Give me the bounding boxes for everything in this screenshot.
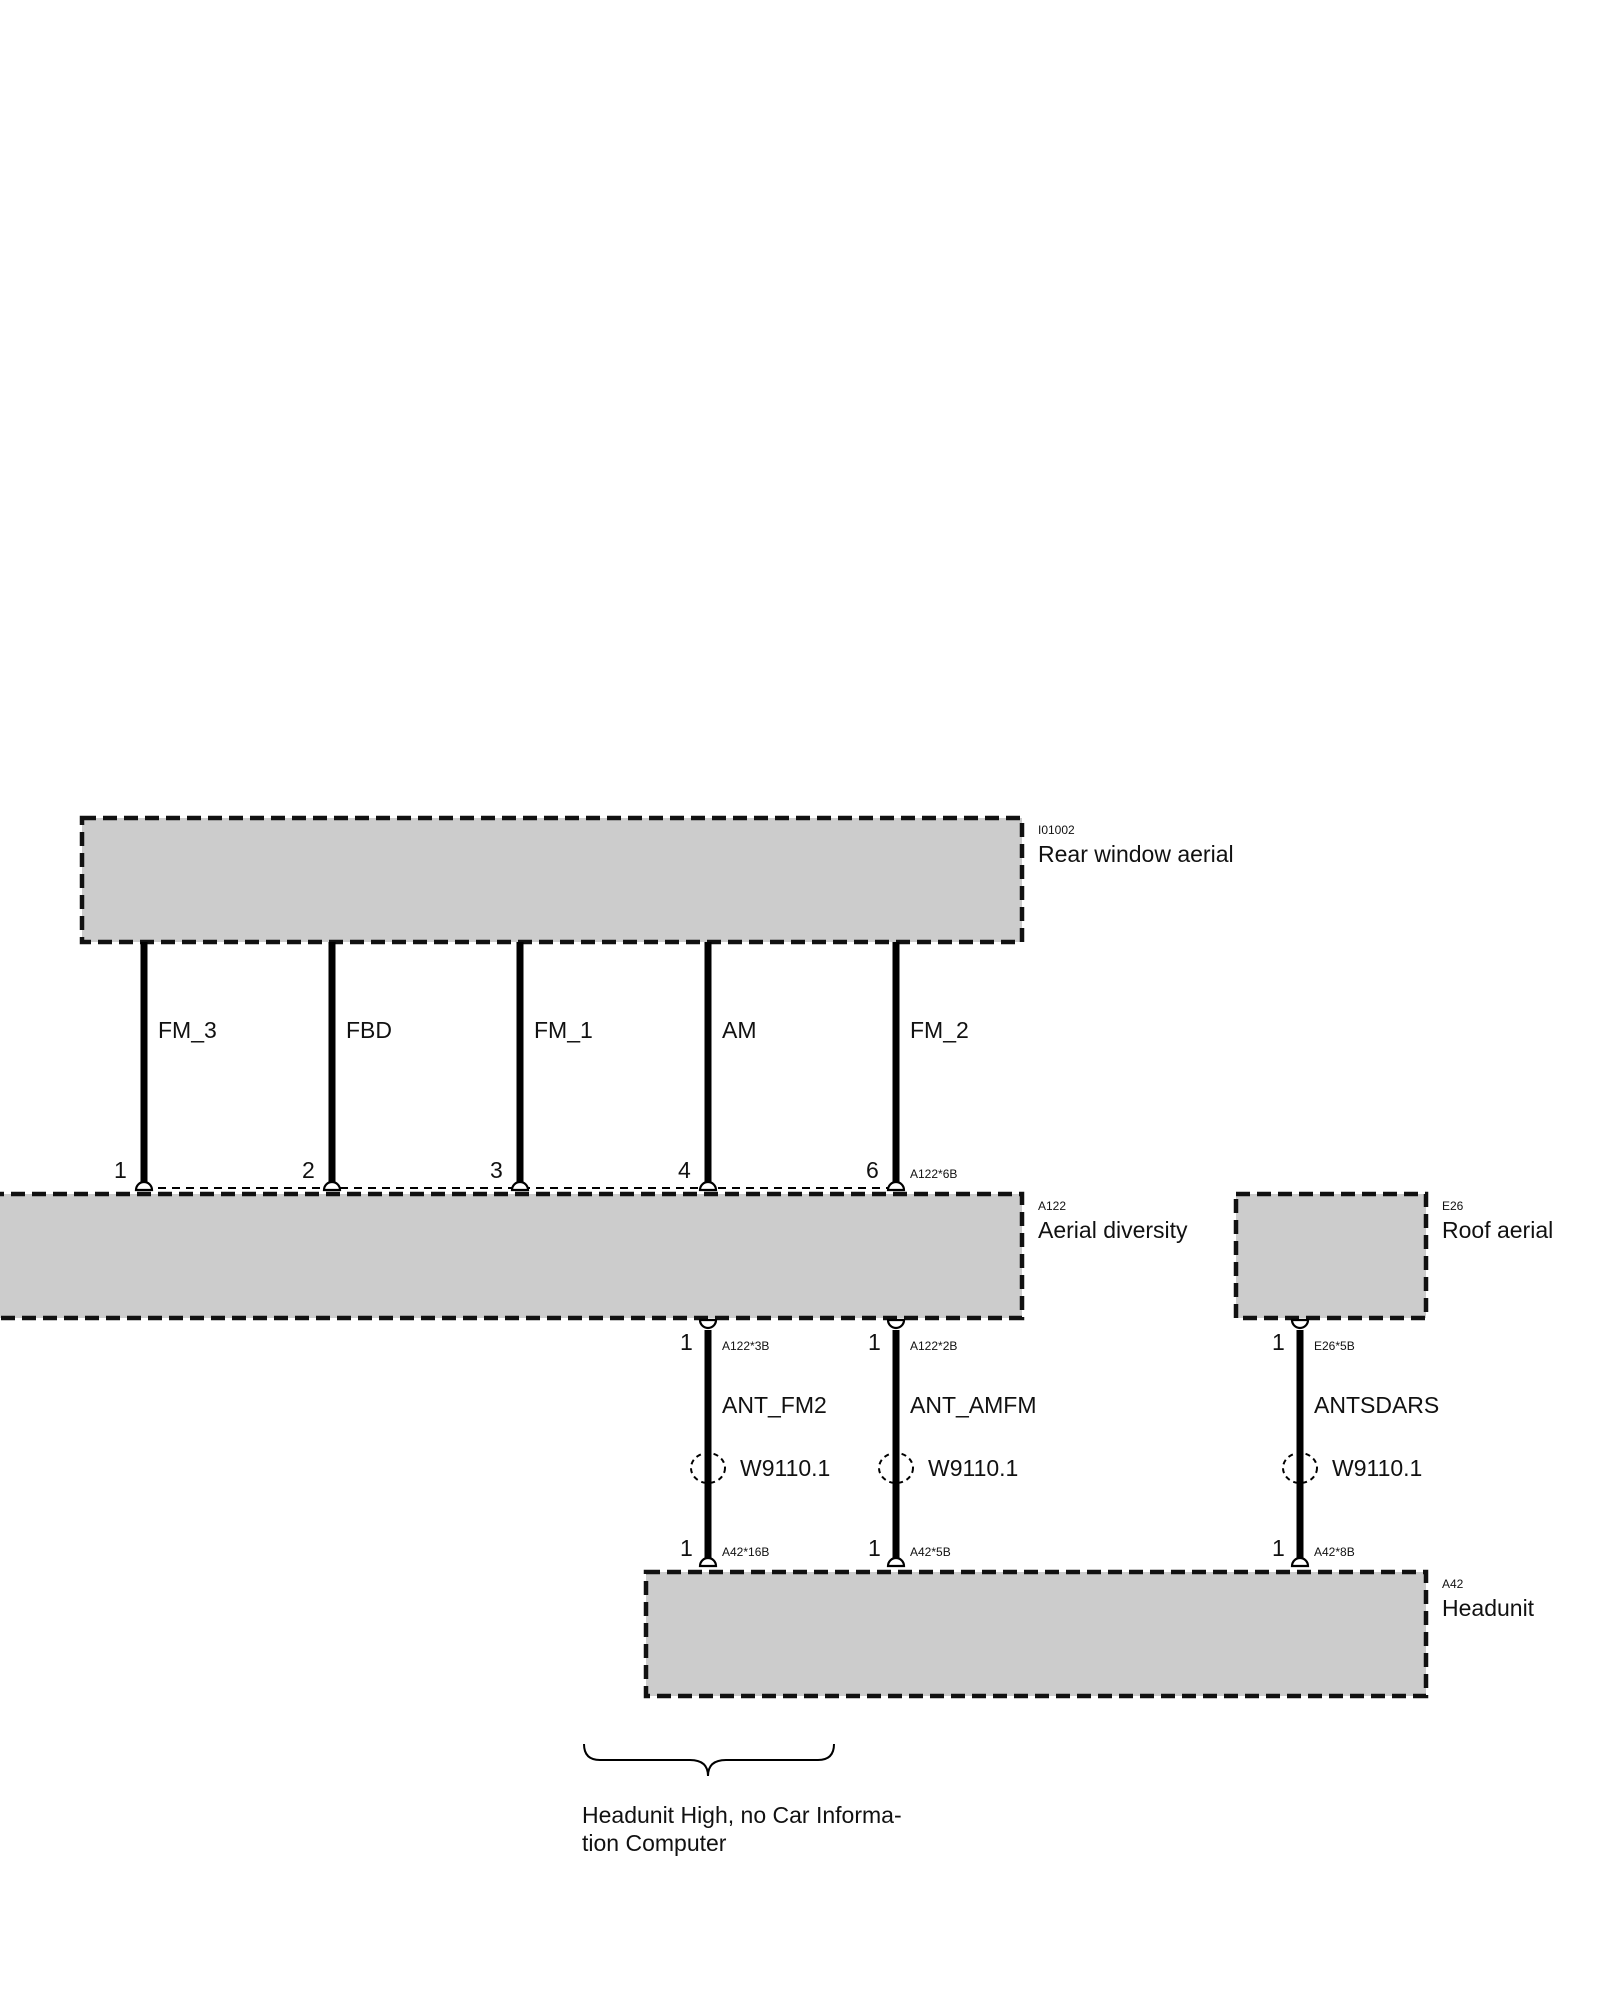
variant-note-line2: tion Computer xyxy=(582,1830,727,1856)
cable-label-ant-fm2: W9110.1 xyxy=(740,1455,830,1481)
connector-label-a122-6b: A122*6B xyxy=(910,1167,957,1181)
pin-number-2: 2 xyxy=(302,1157,315,1183)
connector-label-a122-2b: A122*2B xyxy=(910,1339,957,1353)
shield-icon xyxy=(1282,1452,1318,1484)
terminal-pin-6 xyxy=(886,1180,906,1192)
pin-number-3: 3 xyxy=(490,1157,503,1183)
lower-pin-ant-amfm: 1 xyxy=(868,1535,881,1561)
pin-number-1: 1 xyxy=(114,1157,127,1183)
connector-label-a42-8b: A42*8B xyxy=(1314,1545,1355,1559)
upper-pin-ant-amfm: 1 xyxy=(868,1329,881,1355)
headunit-code: A42 xyxy=(1442,1577,1464,1591)
cable-label-antsdars: W9110.1 xyxy=(1332,1455,1422,1481)
variant-note-line1: Headunit High, no Car Informa- xyxy=(582,1802,902,1828)
signal-label-fm1: FM_1 xyxy=(534,1017,593,1043)
connector-label-a42-5b: A42*5B xyxy=(910,1545,951,1559)
top-wire-group: FM_3 FBD FM_1 AM FM_2 1 2 3 4 6 A122*6B xyxy=(114,942,969,1192)
pin-number-4: 4 xyxy=(678,1157,691,1183)
lower-pin-ant-fm2: 1 xyxy=(680,1535,693,1561)
cable-label-ant-amfm: W9110.1 xyxy=(928,1455,1018,1481)
shield-icon xyxy=(878,1452,914,1484)
pin-number-6: 6 xyxy=(866,1157,879,1183)
connector-label-a122-3b: A122*3B xyxy=(722,1339,769,1353)
roof-aerial-name: Roof aerial xyxy=(1442,1217,1553,1243)
headunit-name: Headunit xyxy=(1442,1595,1535,1621)
upper-pin-ant-fm2: 1 xyxy=(680,1329,693,1355)
bottom-wire-group: 1 A122*3B 1 A122*2B 1 E26*5B ANT_FM2 ANT… xyxy=(680,1318,1439,1568)
rear-window-aerial-name: Rear window aerial xyxy=(1038,841,1234,867)
rear-window-aerial-box xyxy=(79,815,1025,945)
aerial-diversity-code: A122 xyxy=(1038,1199,1066,1213)
signal-label-fm2: FM_2 xyxy=(910,1017,969,1043)
aerial-diversity-name: Aerial diversity xyxy=(1038,1217,1188,1243)
terminal-pin-3 xyxy=(510,1180,530,1192)
terminal-a122-2b xyxy=(886,1318,906,1330)
terminal-pin-2 xyxy=(322,1180,342,1192)
roof-aerial-box xyxy=(1233,1191,1429,1321)
terminal-a122-3b xyxy=(698,1318,718,1330)
signal-label-ant-amfm: ANT_AMFM xyxy=(910,1392,1037,1418)
headunit-box xyxy=(643,1569,1429,1699)
variant-brace xyxy=(583,1743,835,1777)
lower-pin-antsdars: 1 xyxy=(1272,1535,1285,1561)
terminal-a42-5b xyxy=(886,1556,906,1568)
terminal-pin-1 xyxy=(134,1180,154,1192)
shield-icon xyxy=(690,1452,726,1484)
upper-pin-antsdars: 1 xyxy=(1272,1329,1285,1355)
terminal-pin-4 xyxy=(698,1180,718,1192)
aerial-diversity-box xyxy=(0,1191,1025,1321)
terminal-a42-8b xyxy=(1290,1556,1310,1568)
signal-label-antsdars: ANTSDARS xyxy=(1314,1392,1439,1418)
signal-label-am: AM xyxy=(722,1017,757,1043)
signal-label-fm3: FM_3 xyxy=(158,1017,217,1043)
roof-aerial-code: E26 xyxy=(1442,1199,1464,1213)
signal-label-ant-fm2: ANT_FM2 xyxy=(722,1392,827,1418)
terminal-e26-5b xyxy=(1290,1318,1310,1330)
rear-window-aerial-code: I01002 xyxy=(1038,823,1075,837)
signal-label-fbd: FBD xyxy=(346,1017,392,1043)
connector-label-e26-5b: E26*5B xyxy=(1314,1339,1355,1353)
connector-label-a42-16b: A42*16B xyxy=(722,1545,769,1559)
terminal-a42-16b xyxy=(698,1556,718,1568)
